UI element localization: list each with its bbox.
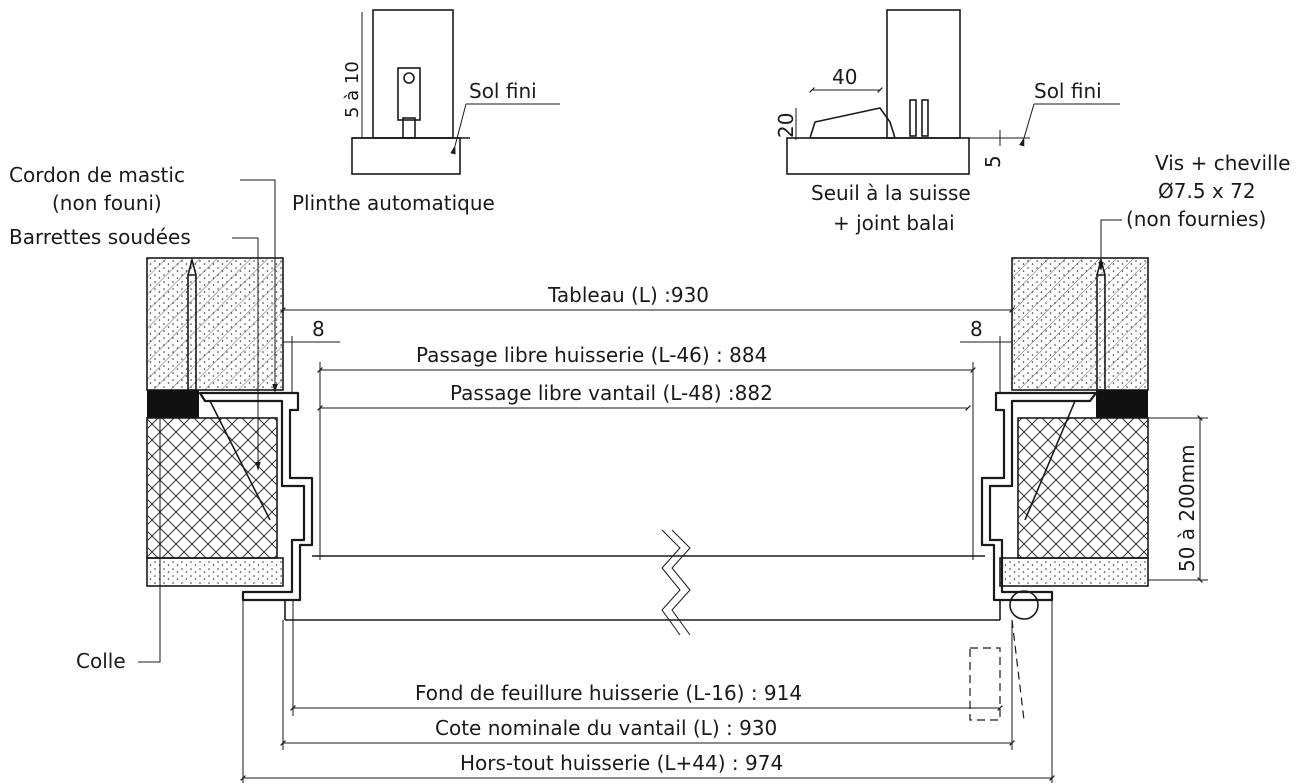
left-welded-strip: [209, 400, 271, 521]
right-mastic-bead: [1096, 390, 1148, 418]
leaf-swing-outline: [969, 647, 1001, 721]
floor-slab-right: [786, 137, 970, 175]
dim-cote-nominale-label: Cote nominale du vantail (L) : 930: [435, 716, 777, 740]
door-leaf-section-right: [886, 9, 961, 139]
gap-left-label: 8: [312, 317, 325, 341]
screws-label-line1: Vis + cheville: [1155, 151, 1290, 175]
dim-hors-tout-label: Hors-tout huisserie (L+44) : 974: [460, 751, 783, 775]
right-wall-insulation: [1017, 417, 1149, 559]
dim-20-label: 20: [774, 113, 798, 138]
plinthe-mechanism: [397, 67, 421, 121]
sol-fini-right-label: Sol fini: [1034, 79, 1102, 103]
screws-label-line2: Ø7.5 x 72: [1158, 179, 1256, 203]
plinthe-screw: [403, 72, 415, 84]
colle-label: Colle: [76, 649, 126, 673]
door-leaf: [284, 529, 1025, 721]
left-wall-render: [146, 557, 284, 587]
break-symbol: [671, 529, 691, 636]
colle-leader: [138, 418, 161, 663]
floor-slab-left: [351, 137, 461, 175]
mastic-label-line2: (non founi): [52, 191, 162, 215]
annotations: Cordon de mastic (non founi) Barrettes s…: [9, 151, 1290, 673]
sol-fini-left-label: Sol fini: [469, 79, 537, 103]
plinthe-caption: Plinthe automatique: [292, 191, 495, 215]
dim-5-label: 5: [981, 155, 1005, 168]
dim-wall-depth-label: 50 à 200mm: [1175, 444, 1199, 572]
mastic-label-line1: Cordon de mastic: [9, 163, 185, 187]
right-welded-strip: [1024, 400, 1076, 521]
barrettes-label: Barrettes soudées: [9, 225, 191, 249]
plinthe-seal: [402, 117, 416, 139]
leader-sol-fini-right: [1019, 103, 1035, 147]
dim-tableau-label: Tableau (L) :930: [547, 283, 709, 307]
screws-leader: [1098, 219, 1122, 271]
leader-sol-fini-left: [450, 103, 467, 155]
seuil-caption-line1: Seuil à la suisse: [811, 181, 971, 205]
dim-fond-feuillure-label: Fond de feuillure huisserie (L-16) : 914: [415, 681, 802, 705]
dim-40-label: 40: [832, 65, 857, 89]
seuil-caption-line2: + joint balai: [833, 211, 955, 235]
left-wall-insulation: [146, 417, 278, 559]
right-wall-screw: [1096, 274, 1106, 391]
mastic-leader: [240, 179, 278, 393]
left-wall-screw: [187, 274, 197, 391]
gap-right-label: 8: [970, 317, 983, 341]
screws-label-line3: (non fournies): [1126, 207, 1266, 231]
hinge-knuckle: [1009, 590, 1039, 620]
broom-seal-a: [909, 99, 917, 137]
right-wall: [999, 256, 1149, 587]
detail-plinthe-automatique: 5 à 10 Sol fini Plinthe automatique: [292, 9, 560, 215]
barrettes-leader: [232, 237, 261, 471]
threshold-profile: [808, 107, 897, 139]
left-mastic-bead: [147, 390, 199, 418]
broom-seal-b: [921, 99, 929, 137]
dim-passage-vantail-label: Passage libre vantail (L-48) :882: [450, 381, 773, 405]
detail-seuil-suisse: 40 20 5 Sol fini Seuil à la suisse + joi…: [774, 9, 1120, 235]
right-wall-render: [999, 557, 1149, 587]
left-wall: [146, 256, 284, 587]
dimension-lines: Tableau (L) :930 8 8 Passage libre huiss…: [240, 283, 1208, 783]
dim-passage-huisserie-label: Passage libre huisserie (L-46) : 884: [416, 343, 767, 367]
dim-plinthe-label: 5 à 10: [342, 61, 363, 118]
